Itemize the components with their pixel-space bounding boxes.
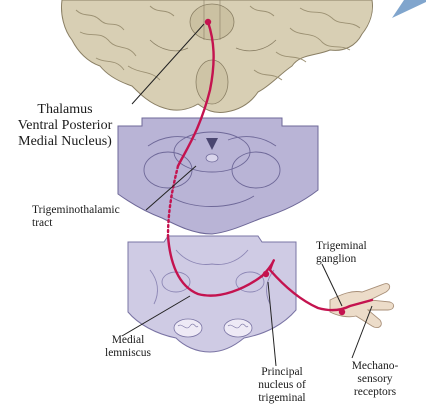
ganglion-neuron [338, 308, 346, 316]
decorative-arrow-icon [392, 0, 426, 18]
thalamus-neuron [204, 18, 212, 26]
leader-lines [121, 23, 373, 367]
brain-section [61, 0, 373, 113]
trigeminothalamic-label: Trigeminothalamic tract [32, 204, 120, 230]
receptor-skin [329, 283, 395, 329]
trigeminal-ganglion-label: Trigeminal ganglion [316, 240, 367, 266]
principal-nucleus-neuron [262, 270, 270, 278]
pathway-fiber [166, 20, 374, 312]
medulla-section [127, 235, 297, 353]
medial-lemniscus-label: Medial lemniscus [105, 334, 151, 360]
mechanosensory-receptors-label: Mechano- sensory receptors [351, 360, 399, 399]
thalamus-label: Thalamus Ventral Posterior Medial Nucleu… [17, 102, 113, 150]
